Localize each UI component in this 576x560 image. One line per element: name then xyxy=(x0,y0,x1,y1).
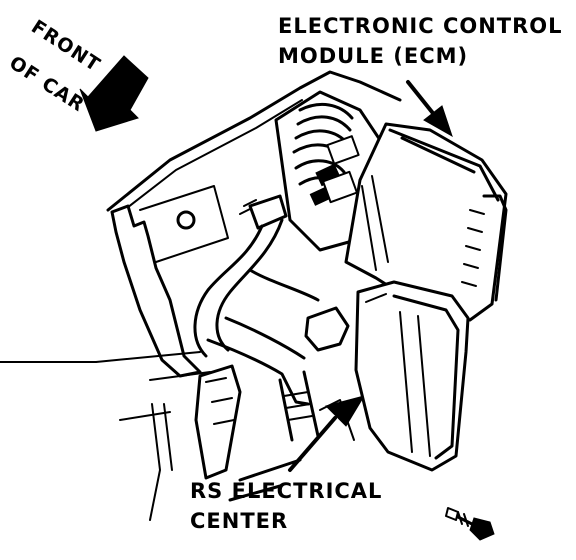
ecm-label: ELECTRONIC CONTROL MODULE (ECM) xyxy=(278,14,563,68)
mounting-bolt xyxy=(445,507,495,541)
lower-frame xyxy=(194,364,355,502)
rs-electrical-center xyxy=(354,280,470,472)
ecm-pointer-arrow xyxy=(406,80,453,138)
front-of-car-arrow xyxy=(79,55,149,132)
ecm-module xyxy=(344,122,508,322)
ecm-label-line1: ELECTRONIC CONTROL xyxy=(278,14,563,38)
ecm-label-line2: MODULE (ECM) xyxy=(278,44,468,68)
heater-hoses xyxy=(193,218,350,442)
rs-label-line2: CENTER xyxy=(190,509,288,533)
rs-electrical-center-label: RS ELECTRICAL CENTER xyxy=(190,479,382,533)
car-cowl-panel xyxy=(0,70,402,521)
rs-label-line1: RS ELECTRICAL xyxy=(190,479,382,503)
